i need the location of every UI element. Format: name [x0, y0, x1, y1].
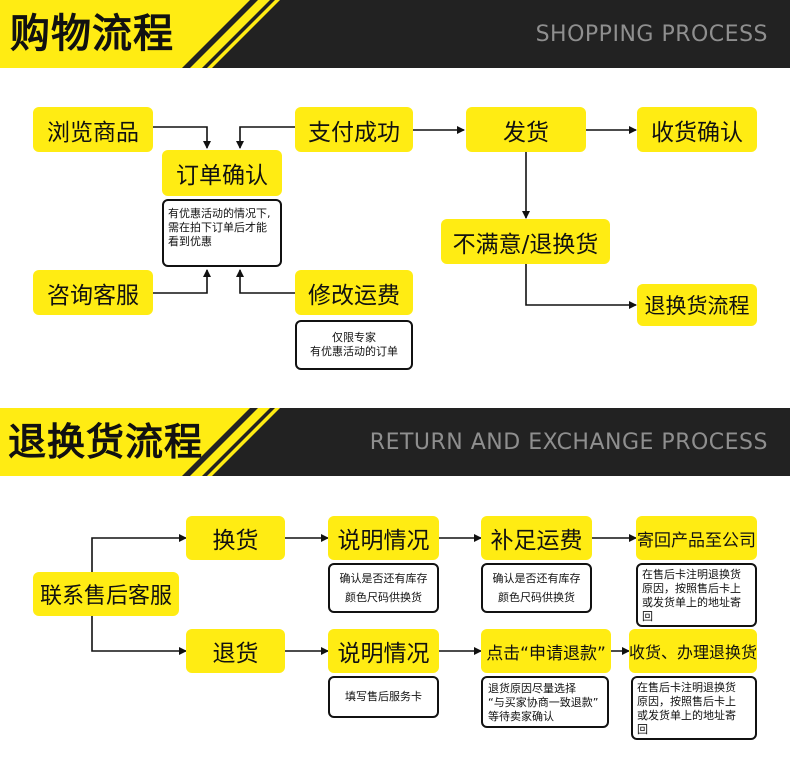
step-payment-success: 支付成功 [295, 107, 413, 152]
note-check-stock: 确认是否还有库存 颜色尺码供换货 [481, 563, 592, 613]
note-line: 填写售后服务卡 [345, 690, 422, 703]
shopping-process-banner: 购物流程 SHOPPING PROCESS [0, 0, 790, 68]
step-exchange: 换货 [186, 516, 285, 560]
step-send-back-product: 寄回产品至公司 [636, 516, 757, 560]
note-line: 需在拍下订单后才能 [168, 221, 267, 234]
arrow-contact-to-return [91, 612, 187, 655]
note-check-stock: 确认是否还有库存 颜色尺码供换货 [328, 563, 439, 613]
note-line: 有优惠活动的订单 [310, 345, 398, 358]
shopping-process-title: 购物流程 [10, 11, 174, 57]
note-line: 颜色尺码供换货 [498, 591, 575, 604]
step-contact-after-sales: 联系售后客服 [33, 572, 179, 616]
arrow-browse-to-confirm [153, 126, 211, 149]
note-discount-info: 有优惠活动的情况下, 需在拍下订单后才能 看到优惠 [162, 199, 282, 267]
shopping-process-subtitle: SHOPPING PROCESS [535, 22, 768, 47]
note-line: 原因，按照售后卡上 [642, 582, 741, 595]
note-line: 仅限专家 [332, 331, 376, 344]
step-unsatisfied-return: 不满意/退换货 [441, 219, 610, 264]
note-line: 回 [637, 723, 648, 736]
note-limited-orders: 仅限专家 有优惠活动的订单 [295, 320, 413, 370]
arrow-unsatisfied-to-flow [525, 264, 637, 309]
note-line: 颜色尺码供换货 [345, 591, 422, 604]
note-line: 看到优惠 [168, 235, 212, 248]
step-return-exchange-flow: 退换货流程 [637, 284, 757, 326]
step-explain-exchange: 说明情况 [328, 516, 439, 560]
note-line: 或发货单上的地址寄 [642, 596, 741, 609]
note-negotiate-refund: 退货原因尽量选择 “与买家协商一致退款” 等待卖家确认 [481, 676, 609, 728]
note-line: 回 [642, 610, 653, 623]
arrow-modify-to-note [236, 269, 295, 294]
arrow-contact-to-exchange [91, 534, 187, 575]
step-browse-products: 浏览商品 [33, 107, 153, 152]
note-card-reason: 在售后卡注明退换货 原因，按照售后卡上 或发货单上的地址寄 回 [631, 676, 757, 740]
note-line: 退货原因尽量选择 [488, 682, 576, 695]
note-card-reason: 在售后卡注明退换货 原因，按照售后卡上 或发货单上的地址寄 回 [636, 563, 757, 627]
note-line: 有优惠活动的情况下, [168, 207, 271, 220]
return-exchange-subtitle: RETURN AND EXCHANGE PROCESS [369, 430, 768, 455]
note-line: 确认是否还有库存 [492, 572, 581, 585]
step-explain-return: 说明情况 [328, 629, 439, 673]
step-return: 退货 [186, 629, 285, 673]
banner-stripe-graphic [0, 0, 280, 68]
note-line: 确认是否还有库存 [339, 572, 428, 585]
banner-stripe-graphic [0, 408, 280, 476]
return-exchange-title: 退换货流程 [8, 420, 204, 464]
note-line: 或发货单上的地址寄 [637, 709, 736, 722]
note-line: 等待卖家确认 [488, 710, 554, 723]
note-fill-service-card: 填写售后服务卡 [328, 676, 439, 718]
arrow-consult-to-note [153, 269, 211, 294]
step-consult-service: 咨询客服 [33, 270, 153, 315]
arrow-pay-to-confirm [236, 126, 295, 149]
note-line: 在售后卡注明退换货 [637, 681, 736, 694]
step-receive-process: 收货、办理退换货 [629, 629, 757, 673]
note-line: 原因，按照售后卡上 [637, 695, 736, 708]
note-line: “与买家协商一致退款” [488, 696, 599, 709]
step-apply-refund: 点击“申请退款” [481, 629, 611, 673]
step-receive-confirm: 收货确认 [637, 107, 757, 152]
step-ship: 发货 [466, 107, 586, 152]
step-confirm-order: 订单确认 [162, 150, 282, 196]
step-add-shipping: 补足运费 [481, 516, 592, 560]
return-exchange-banner: 退换货流程 RETURN AND EXCHANGE PROCESS [0, 408, 790, 476]
step-modify-shipping: 修改运费 [295, 270, 413, 315]
note-line: 在售后卡注明退换货 [642, 568, 741, 581]
